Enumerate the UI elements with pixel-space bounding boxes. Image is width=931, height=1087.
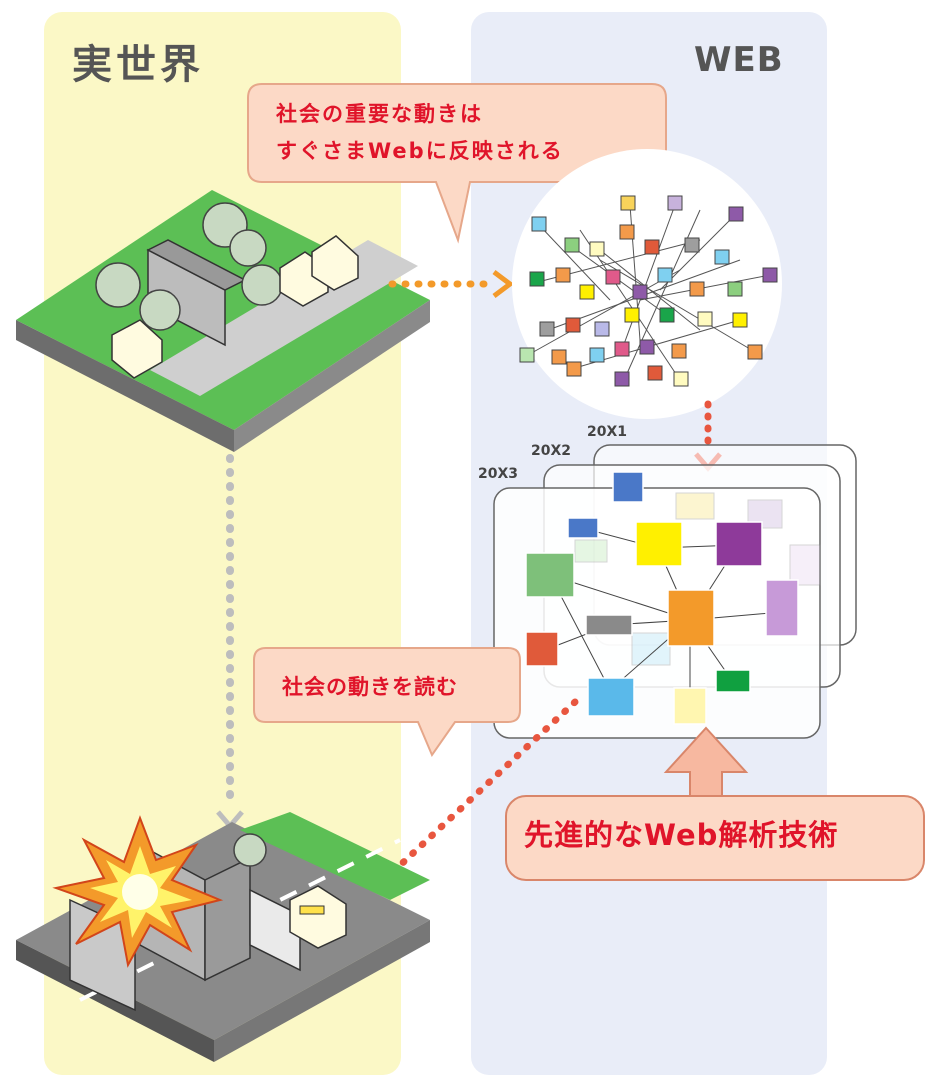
callout-reflection-bubble: [247, 83, 667, 244]
arrow-to-web: [388, 270, 515, 298]
scale-label-20x2: 20X2: [531, 443, 572, 459]
town-illustration: [16, 190, 430, 452]
scale-label-20x1: 20X1: [587, 424, 628, 440]
callout-read-text: 社会の動きを読む: [282, 675, 458, 699]
callout-read-bubble: [253, 647, 521, 758]
clustered-network-stack: [493, 444, 857, 739]
scale-label-20x3: 20X3: [478, 466, 519, 482]
web-heading: WEB: [694, 40, 784, 80]
network-graph: [512, 149, 782, 419]
explosion-town-illustration: [16, 812, 430, 1062]
callout-technology-box: [505, 795, 925, 881]
real-world-heading: 実世界: [72, 42, 204, 88]
callout-reflection-text: 社会の重要な動きは すぐさまWebに反映される: [276, 102, 564, 163]
callout-technology-text: 先進的なWeb解析技術: [524, 818, 839, 852]
arrow-real-down: [216, 454, 244, 830]
